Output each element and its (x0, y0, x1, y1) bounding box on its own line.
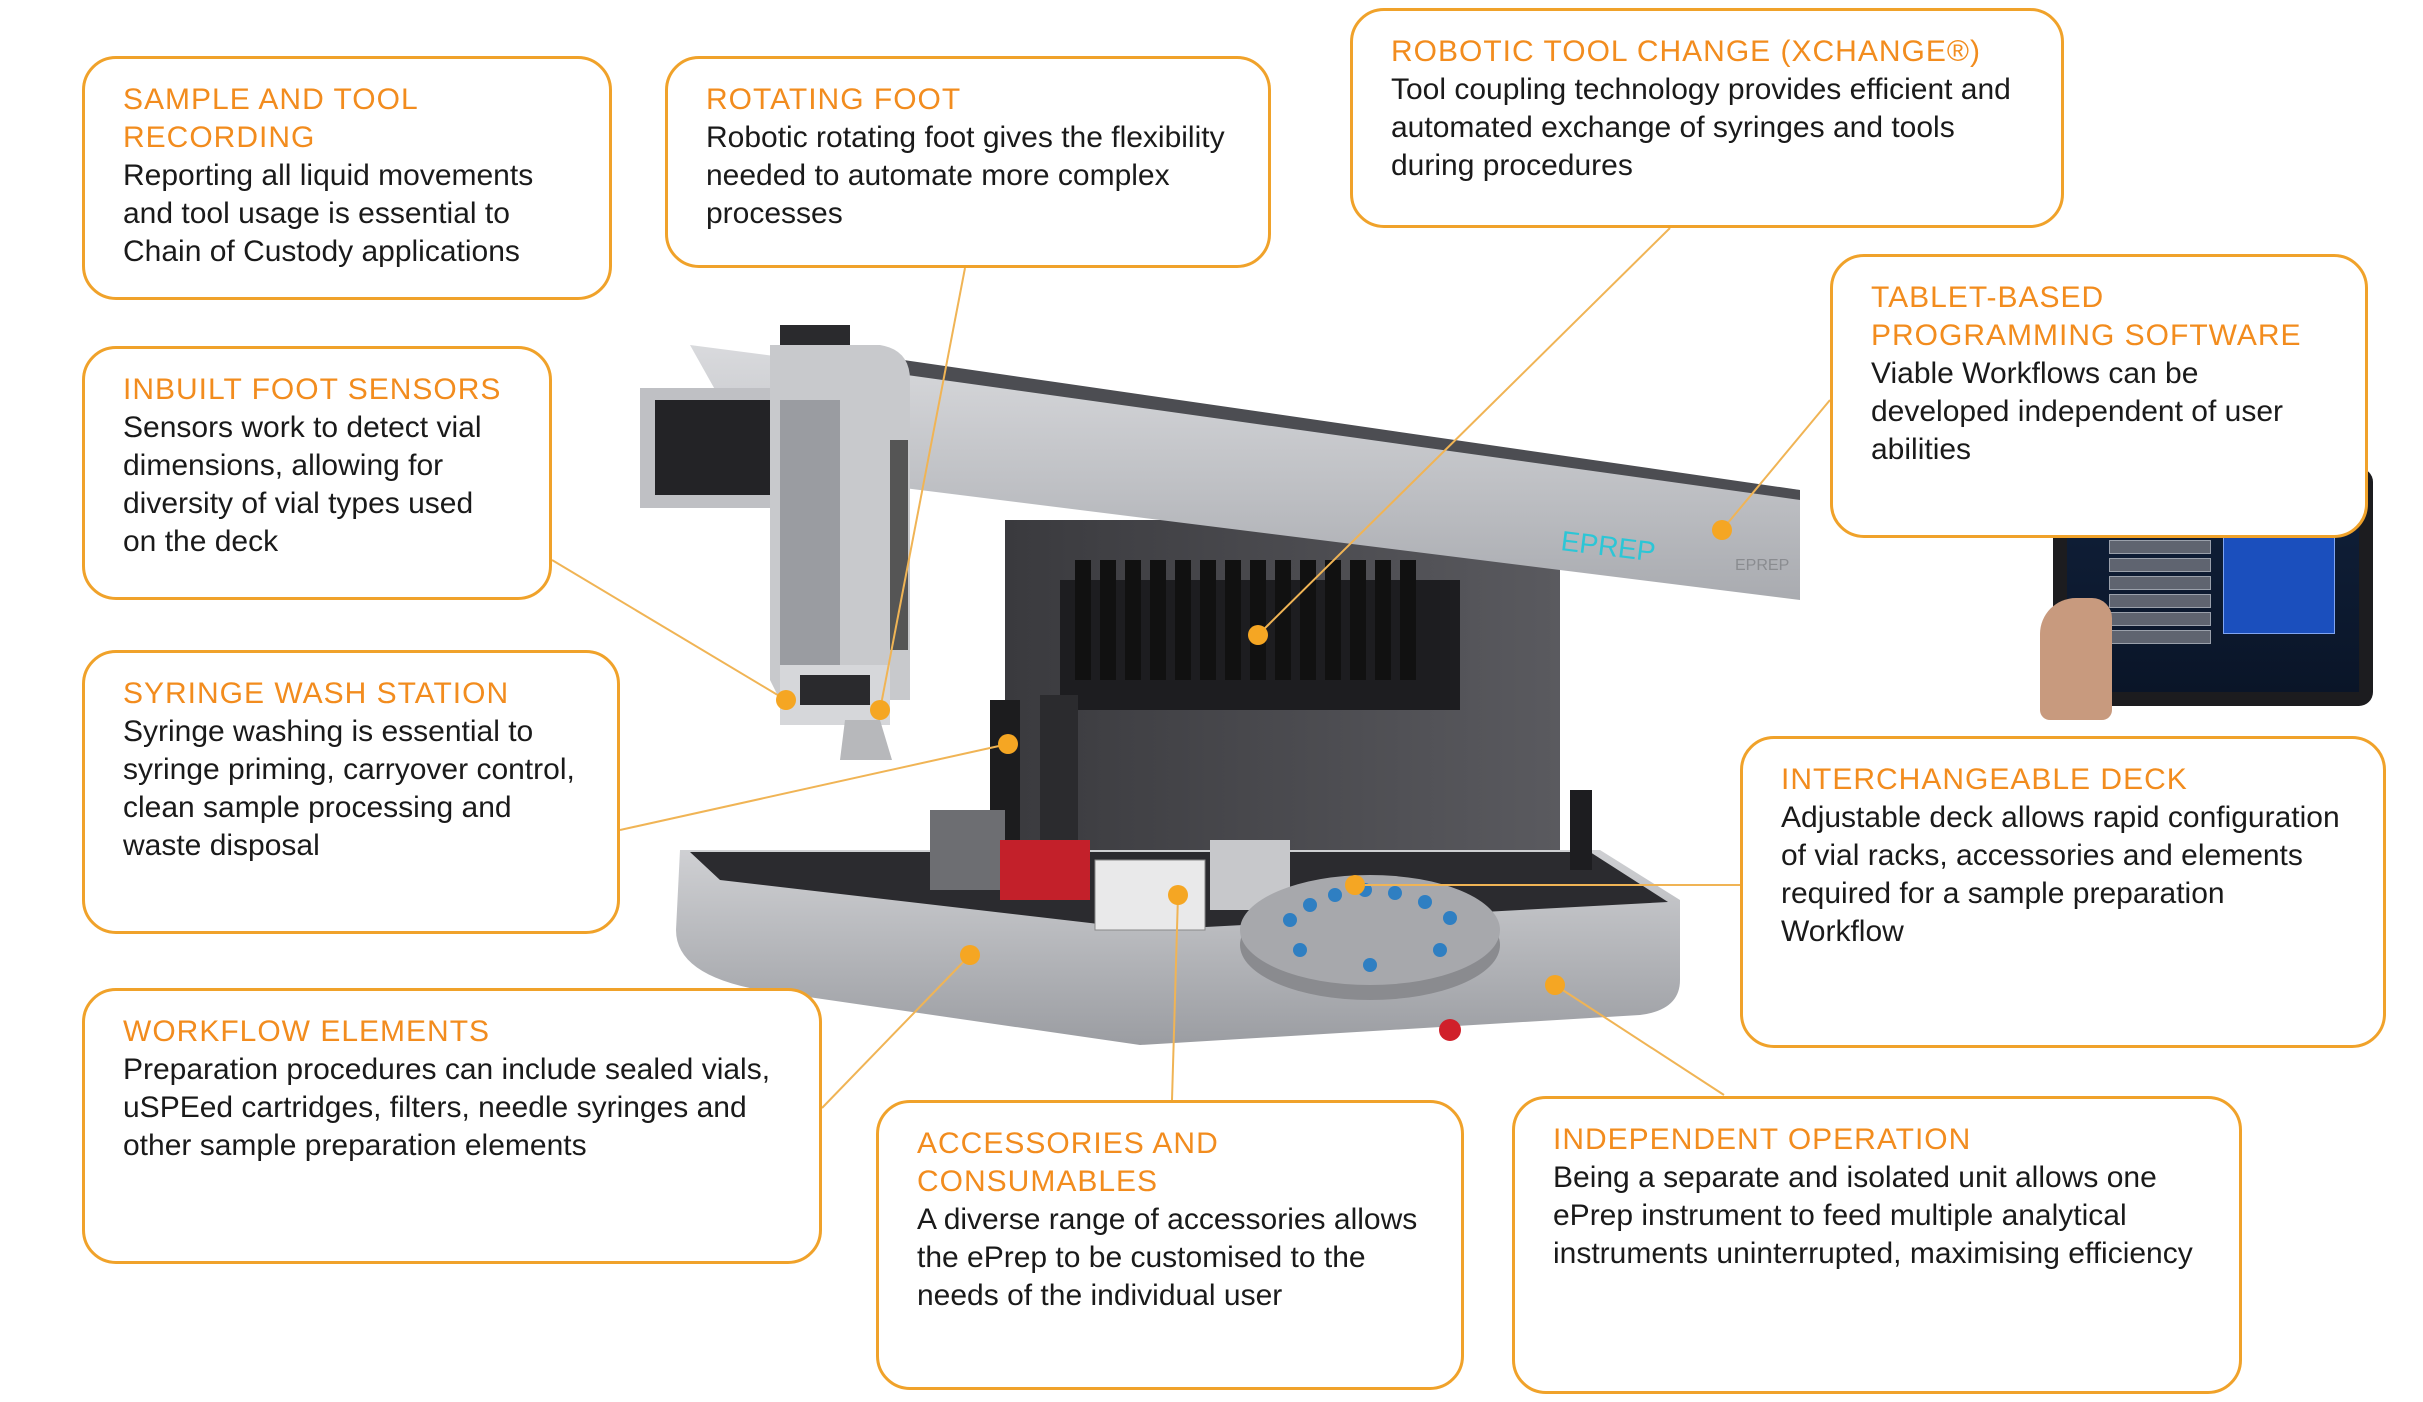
emergency-stop-button (1439, 1019, 1461, 1041)
callout-body: Sensors work to detect vial dimensions, … (123, 411, 482, 558)
callout-title: INBUILT FOOT SENSORS (123, 373, 502, 406)
callout-robotic-tool-change: ROBOTIC TOOL CHANGE (XCHANGE®) Tool coup… (1350, 8, 2064, 228)
callout-workflow-elements: WORKFLOW ELEMENTS Preparation procedures… (82, 988, 822, 1264)
hand-thumb (2040, 598, 2112, 720)
callout-body: Reporting all liquid movements and tool … (123, 159, 534, 268)
callout-title: INDEPENDENT OPERATION (1553, 1123, 1972, 1156)
callout-title: WORKFLOW ELEMENTS (123, 1015, 491, 1048)
callout-title: SAMPLE AND TOOL RECORDING (123, 83, 418, 154)
dot-rotating-foot (870, 700, 890, 720)
callout-title: TABLET-BASED PROGRAMMING SOFTWARE (1871, 281, 2302, 352)
callout-body: Syringe washing is essential to syringe … (123, 715, 575, 862)
eprep-rear-label: EPREP (1735, 557, 1789, 574)
callout-body: Tool coupling technology provides effici… (1391, 73, 2011, 182)
dot-workflow (960, 945, 980, 965)
callout-title: INTERCHANGEABLE DECK (1781, 763, 2188, 796)
callout-title: SYRINGE WASH STATION (123, 677, 510, 710)
callout-body: Being a separate and isolated unit allow… (1553, 1161, 2193, 1270)
dot-deck (1345, 875, 1365, 895)
callout-sample-tool-recording: SAMPLE AND TOOL RECORDING Reporting all … (82, 56, 612, 300)
dot-foot-sensors (776, 690, 796, 710)
callout-title: ACCESSORIES AND CONSUMABLES (917, 1127, 1219, 1198)
dot-tablet (1712, 520, 1732, 540)
dot-tool-change (1248, 625, 1268, 645)
callout-rotating-foot: ROTATING FOOT Robotic rotating foot give… (665, 56, 1271, 268)
vial-racks (930, 810, 1500, 1000)
callout-independent-operation: INDEPENDENT OPERATION Being a separate a… (1512, 1096, 2242, 1394)
callout-body: Robotic rotating foot gives the flexibil… (706, 121, 1225, 230)
dot-wash-station (998, 734, 1018, 754)
dot-accessories (1168, 885, 1188, 905)
callout-inbuilt-foot-sensors: INBUILT FOOT SENSORS Sensors work to det… (82, 346, 552, 600)
syringe-rack (1060, 560, 1460, 710)
callout-accessories-consumables: ACCESSORIES AND CONSUMABLES A diverse ra… (876, 1100, 1464, 1390)
callout-body: Preparation procedures can include seale… (123, 1053, 771, 1162)
callout-body: Adjustable deck allows rapid configurati… (1781, 801, 2340, 948)
callout-title: ROTATING FOOT (706, 83, 962, 116)
callout-title: ROBOTIC TOOL CHANGE (XCHANGE®) (1391, 35, 1981, 68)
leader-lines (551, 227, 1831, 1109)
dot-independent (1545, 975, 1565, 995)
gantry-beam (690, 345, 1800, 600)
callout-body: A diverse range of accessories allows th… (917, 1203, 1418, 1312)
callout-syringe-wash-station: SYRINGE WASH STATION Syringe washing is … (82, 650, 620, 934)
callout-interchangeable-deck: INTERCHANGEABLE DECK Adjustable deck all… (1740, 736, 2386, 1048)
callout-tablet-software: TABLET-BASED PROGRAMMING SOFTWARE Viable… (1830, 254, 2368, 538)
callout-body: Viable Workflows can be developed indepe… (1871, 357, 2284, 466)
